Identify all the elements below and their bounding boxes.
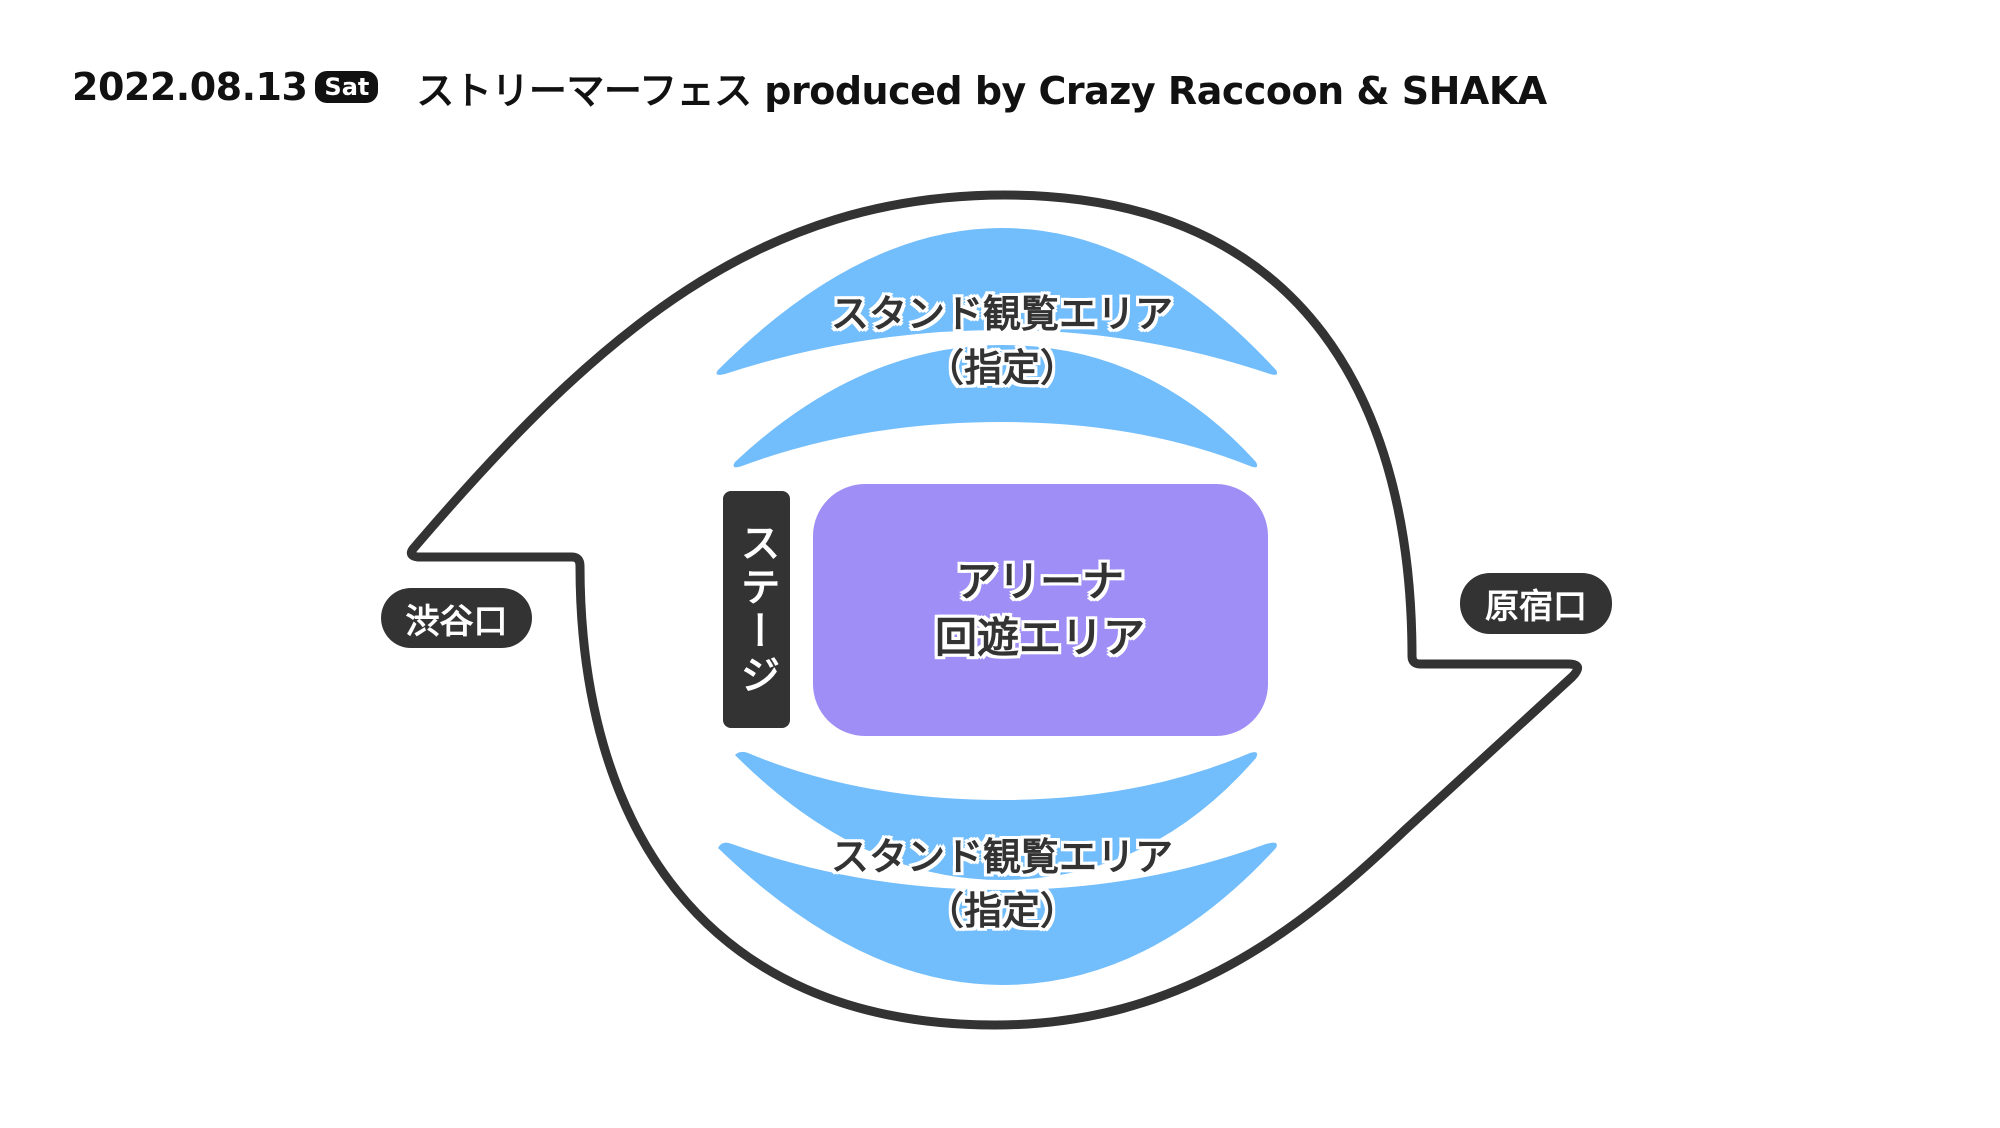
arena-label-line2: 回遊エリア — [934, 613, 1145, 662]
event-title: ストリーマーフェス produced by Crazy Raccoon & SH… — [416, 68, 1547, 113]
stage-label: ステージ — [733, 521, 780, 698]
stand-bottom-label-line2: （指定） — [925, 889, 1078, 933]
stand-top-label-line1: スタンド観覧エリア — [830, 292, 1173, 336]
stand-top-label-line2: （指定） — [925, 346, 1078, 390]
event-date: 2022.08.13 — [72, 65, 308, 109]
stand-top-label: スタンド観覧エリア （指定） — [752, 287, 1252, 395]
entrance-shibuya-badge: 渋谷口 — [381, 588, 532, 648]
arena-label: アリーナ 回遊エリア — [840, 554, 1240, 666]
arena-area — [813, 484, 1268, 736]
stand-bottom-label-line1: スタンド観覧エリア — [830, 835, 1173, 879]
arena-label-line1: アリーナ — [955, 557, 1124, 606]
page-header: 2022.08.13 Sat ストリーマーフェス produced by Cra… — [72, 62, 1547, 113]
entrance-harajuku-label: 原宿口 — [1485, 587, 1587, 627]
stand-bottom-label: スタンド観覧エリア （指定） — [752, 830, 1252, 938]
stand-bottom-outer — [718, 842, 1277, 985]
stage: ステージ — [723, 491, 790, 728]
stand-top-outer — [716, 228, 1278, 375]
entrance-harajuku-badge: 原宿口 — [1460, 573, 1612, 634]
stand-top-inner — [733, 345, 1258, 468]
stand-bottom-inner — [735, 751, 1258, 880]
day-badge: Sat — [315, 71, 379, 103]
entrance-shibuya-label: 渋谷口 — [405, 601, 508, 642]
